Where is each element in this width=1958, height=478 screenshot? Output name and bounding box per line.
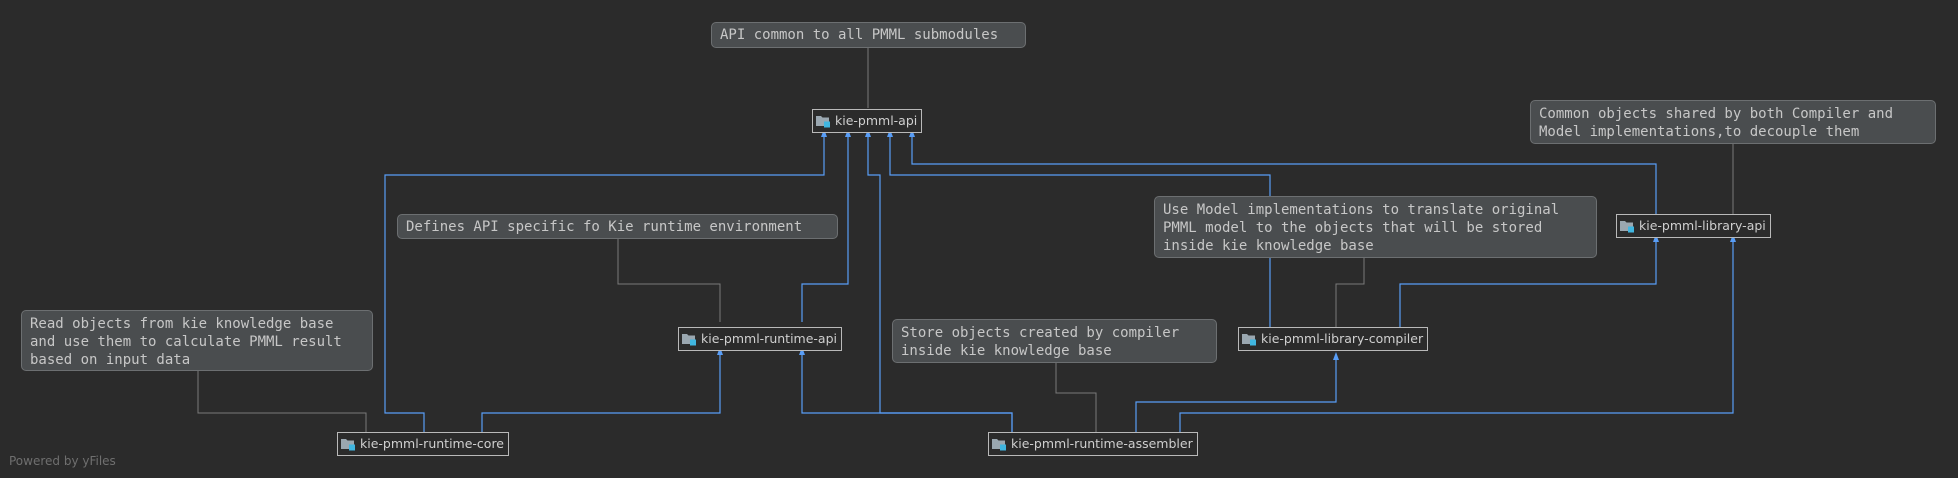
edge-assembler-to-api <box>865 129 1013 432</box>
edge-library-api-to-api <box>909 129 1657 214</box>
edge-library-compiler-to-library-api <box>1399 234 1659 327</box>
edge-runtime-api-to-api <box>801 129 851 322</box>
note-runtime-api: Defines API specific fo Kie runtime envi… <box>397 214 838 239</box>
node-kie-pmml-runtime-core[interactable]: kie-pmml-runtime-core <box>337 432 509 456</box>
node-kie-pmml-library-api[interactable]: kie-pmml-library-api <box>1616 214 1771 238</box>
node-label: kie-pmml-runtime-assembler <box>1011 436 1193 451</box>
folder-module-icon <box>992 439 1006 451</box>
node-kie-pmml-runtime-api[interactable]: kie-pmml-runtime-api <box>678 327 842 351</box>
node-label: kie-pmml-library-api <box>1639 218 1766 233</box>
folder-module-icon <box>1620 221 1634 233</box>
folder-module-icon <box>682 334 696 346</box>
note-api: API common to all PMML submodules <box>711 22 1026 48</box>
edge-assembler-to-runtime-api <box>799 347 1013 432</box>
note-edge-runtime-api <box>617 239 721 322</box>
note-runtime-core: Read objects from kie knowledge base and… <box>21 310 373 371</box>
node-kie-pmml-runtime-assembler[interactable]: kie-pmml-runtime-assembler <box>988 432 1198 456</box>
node-label: kie-pmml-runtime-api <box>701 331 837 346</box>
edge-assembler-to-library-api <box>1179 234 1736 432</box>
node-label: kie-pmml-api <box>835 113 918 128</box>
note-library-api: Common objects shared by both Compiler a… <box>1530 100 1936 144</box>
note-edge-runtime-assembler <box>1055 363 1097 432</box>
note-edge-library-compiler <box>1335 258 1365 327</box>
node-label: kie-pmml-library-compiler <box>1261 331 1424 346</box>
edge-assembler-to-library-compiler <box>1135 352 1339 432</box>
folder-module-icon <box>1242 334 1256 346</box>
node-label: kie-pmml-runtime-core <box>360 436 504 451</box>
note-edge-runtime-core <box>197 371 367 432</box>
note-runtime-assembler: Store objects created by compiler inside… <box>892 319 1217 363</box>
node-kie-pmml-library-compiler[interactable]: kie-pmml-library-compiler <box>1238 327 1429 351</box>
note-library-compiler: Use Model implementations to translate o… <box>1154 196 1597 258</box>
edge-runtime-core-to-api <box>384 129 827 432</box>
powered-by-footer: Powered by yFiles <box>9 454 116 468</box>
node-kie-pmml-api[interactable]: kie-pmml-api <box>812 109 923 133</box>
folder-module-icon <box>816 116 830 128</box>
folder-module-icon <box>341 439 355 451</box>
edge-runtime-core-to-runtime-api <box>481 347 723 432</box>
